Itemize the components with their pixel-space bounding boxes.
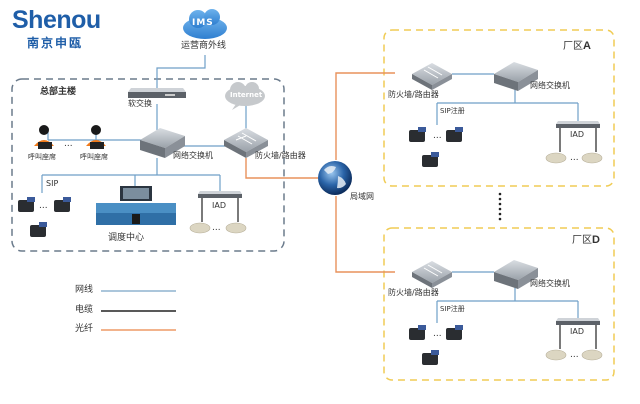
hq-sip-label: SIP <box>46 179 59 188</box>
hq-network-lines <box>41 55 247 193</box>
softswitch-label: 软交换 <box>128 99 152 108</box>
zone-d-analog-ellipsis: ... <box>570 350 579 360</box>
legend-label-network: 网线 <box>75 285 94 295</box>
cable-lines <box>201 128 597 349</box>
zone-d-title-prefix: 厂区 <box>572 235 592 246</box>
zone-a-title: 厂区A <box>563 41 591 52</box>
zone-a-iad-icon <box>556 121 600 128</box>
zone-a-analog-ellipsis: ... <box>570 153 579 163</box>
ip-phone-icon <box>446 325 463 340</box>
ip-phone-icon <box>409 325 426 340</box>
zone-d-sip-label: SIP注册 <box>440 305 465 313</box>
hq-ip-phone-ellipsis: ... <box>39 201 48 211</box>
zone-a-firewall-label: 防火墙/路由器 <box>388 90 439 99</box>
ip-phone-icon <box>446 127 463 142</box>
dispatch-console-icon <box>96 186 176 225</box>
analog-phone-icon <box>189 222 211 234</box>
zone-d-firewall-icon <box>412 261 452 288</box>
agent-label-2: 呼叫座席 <box>80 153 108 161</box>
analog-phone-icon <box>545 152 567 164</box>
analog-phone-icon <box>581 152 603 164</box>
zone-a-iad-label: IAD <box>570 130 584 139</box>
zone-d-switch-label: 网络交换机 <box>530 279 570 288</box>
lan-label: 局域网 <box>350 192 374 201</box>
hq-switch-icon <box>140 128 185 158</box>
zone-d-iad-icon <box>556 318 600 325</box>
zone-a-title-letter: A <box>583 40 591 52</box>
hq-analog-ellipsis: ... <box>212 223 221 233</box>
hq-iad-icon <box>198 191 242 198</box>
hq-firewall-icon <box>224 128 268 158</box>
hq-boundary <box>11 78 285 252</box>
zone-d-switch-icon <box>494 260 538 289</box>
agent-icon-2 <box>86 125 106 149</box>
zone-d-iad-label: IAD <box>570 327 584 336</box>
ims-caption: 运营商外线 <box>181 41 227 51</box>
logo-brand-en: Shenou <box>12 6 101 34</box>
softswitch-icon <box>128 88 186 98</box>
zone-d-title-letter: D <box>592 234 600 246</box>
hq-iad-label: IAD <box>212 201 226 210</box>
zone-a-network-lines <box>436 73 579 125</box>
hq-title: 总部主楼 <box>40 87 77 97</box>
logo-brand-cn: 南京申瓯 <box>27 36 84 50</box>
zone-a-sip-label: SIP注册 <box>440 107 465 115</box>
zone-d-firewall-label: 防火墙/路由器 <box>388 288 439 297</box>
agent-ellipsis: ... <box>64 139 73 149</box>
zone-d-boundary <box>383 227 615 381</box>
analog-phone-icon <box>581 349 603 361</box>
agent-label-1: 呼叫座席 <box>28 153 56 161</box>
ip-phone-icon <box>409 127 426 142</box>
ims-label: IMS <box>192 18 214 28</box>
dispatch-center-label: 调度中心 <box>108 233 145 243</box>
zone-a-firewall-icon <box>412 63 452 90</box>
lan-globe-icon <box>318 161 352 195</box>
zone-a-switch-icon <box>494 62 538 91</box>
ip-phone-icon <box>30 222 47 237</box>
fiber-lines <box>245 72 395 273</box>
zone-d-network-lines <box>436 271 579 323</box>
zone-d-ip-phone-ellipsis: ... <box>433 329 442 339</box>
zones-ellipsis-dots <box>498 192 502 221</box>
legend-label-cable: 电缆 <box>75 305 94 315</box>
zone-d-title: 厂区D <box>572 235 600 246</box>
zone-a-ip-phone-ellipsis: ... <box>433 131 442 141</box>
analog-phone-icon <box>545 349 567 361</box>
analog-phone-icon <box>225 222 247 234</box>
ip-phone-icon <box>422 350 439 365</box>
legend-label-fiber: 光纤 <box>75 324 94 334</box>
internet-label: Internet <box>230 91 263 99</box>
ip-phone-icon <box>54 197 71 212</box>
internet-cloud-icon <box>225 82 265 110</box>
hq-firewall-label: 防火墙/路由器 <box>255 151 306 160</box>
zone-a-switch-label: 网络交换机 <box>530 81 570 90</box>
ip-phone-icon <box>422 152 439 167</box>
ims-cloud-icon <box>183 9 227 39</box>
zone-a-title-prefix: 厂区 <box>563 41 583 52</box>
agent-icon-1 <box>34 125 54 149</box>
ip-phone-icon <box>18 197 35 212</box>
zone-a-boundary <box>383 29 615 187</box>
hq-switch-label: 网络交换机 <box>173 151 213 160</box>
